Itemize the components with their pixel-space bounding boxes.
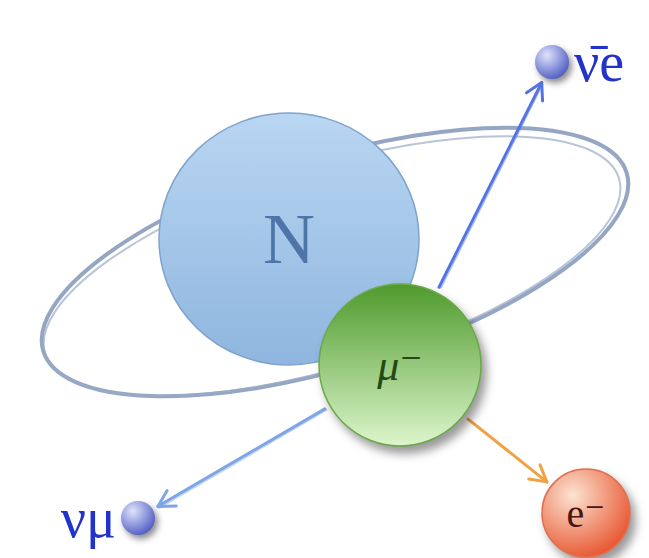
muon-neutrino-particle: νμ xyxy=(61,486,156,550)
orbit-ring xyxy=(16,83,648,450)
antineutrino-particle: ν̄e xyxy=(534,30,624,94)
particle-ball xyxy=(534,44,570,80)
decay-arrow xyxy=(158,409,325,507)
sketch-stroke xyxy=(159,410,327,509)
particle-ball xyxy=(120,500,156,536)
particle-label: ν̄e xyxy=(574,30,624,94)
electron-circle: e⁻ xyxy=(541,468,631,558)
particle-label: νμ xyxy=(61,486,116,550)
particle-label: μ⁻ xyxy=(377,339,422,391)
orbit-ring xyxy=(13,72,649,451)
sketch-stroke xyxy=(441,85,543,289)
decay-arrow xyxy=(439,83,542,288)
particle-label: N xyxy=(263,198,315,281)
muon-circle: μ⁻ xyxy=(318,283,482,447)
particle-label: e⁻ xyxy=(567,490,606,537)
sketch-stroke xyxy=(470,420,548,484)
